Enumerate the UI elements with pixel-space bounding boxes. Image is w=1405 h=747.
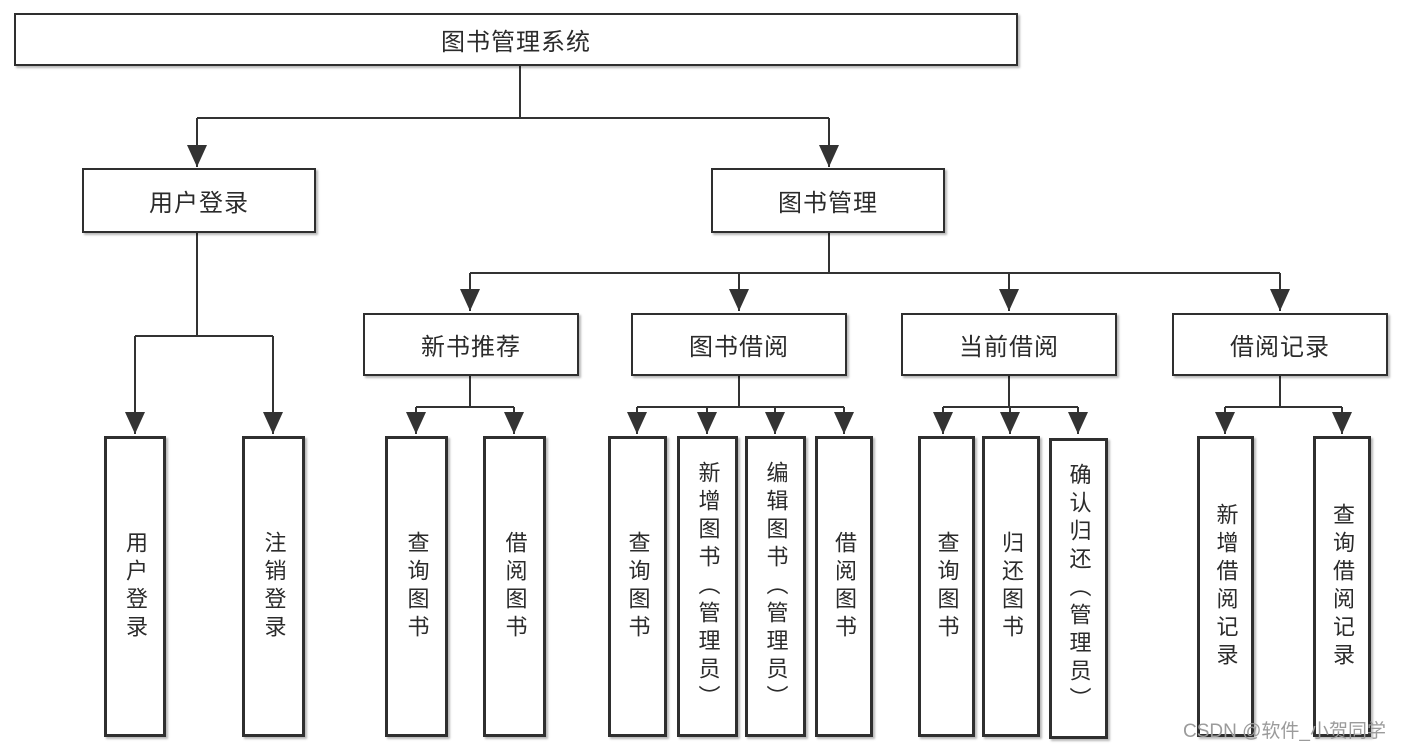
- node-borrowing-records: 借阅记录: [1172, 313, 1388, 376]
- leaf-label: 查询借阅记录: [1330, 502, 1355, 671]
- leaf-query-borrow-record: 查询借阅记录: [1313, 436, 1371, 737]
- leaf-label: 注销登录: [261, 530, 287, 643]
- node-current-borrowing: 当前借阅: [901, 313, 1117, 376]
- leaf-add-borrow-record: 新增借阅记录: [1197, 436, 1254, 737]
- leaf-label: 借阅图书: [832, 530, 857, 643]
- leaf-label: 借阅图书: [502, 530, 528, 643]
- node-user-login: 用户登录: [82, 168, 316, 233]
- leaf-borrow-books: 借阅图书: [815, 436, 873, 737]
- leaf-label: 确认归还（管理员）: [1066, 462, 1092, 715]
- leaf-label: 查询图书: [625, 530, 651, 643]
- leaf-add-book-admin: 新增图书（管理员）: [677, 436, 738, 737]
- connector-spines: [135, 66, 1342, 408]
- leaf-borrow-books-recommend: 借阅图书: [483, 436, 546, 737]
- leaf-label: 新增借阅记录: [1213, 502, 1239, 671]
- connector-arrows: [125, 118, 1352, 434]
- node-library-management-system: 图书管理系统: [14, 13, 1018, 66]
- leaf-label: 查询图书: [404, 530, 430, 643]
- leaf-query-books-borrow: 查询图书: [608, 436, 667, 737]
- leaf-label: 新增图书（管理员）: [695, 460, 721, 713]
- leaf-user-login: 用户登录: [104, 436, 166, 737]
- leaf-edit-book-admin: 编辑图书（管理员）: [745, 436, 806, 737]
- leaf-return-books: 归还图书: [982, 436, 1040, 737]
- leaf-confirm-return-admin: 确认归还（管理员）: [1049, 438, 1108, 739]
- node-book-management: 图书管理: [711, 168, 945, 233]
- node-book-borrowing: 图书借阅: [631, 313, 847, 376]
- leaf-logout-login: 注销登录: [242, 436, 305, 737]
- leaf-label: 归还图书: [999, 530, 1024, 643]
- leaf-label: 编辑图书（管理员）: [763, 460, 789, 713]
- leaf-query-books-recommend: 查询图书: [385, 436, 448, 737]
- leaf-query-books-current: 查询图书: [918, 436, 975, 737]
- leaf-label: 用户登录: [123, 530, 148, 643]
- watermark: CSDN @软件_小贺同学: [1183, 721, 1386, 742]
- leaf-label: 查询图书: [934, 530, 960, 643]
- node-new-book-recommend: 新书推荐: [363, 313, 579, 376]
